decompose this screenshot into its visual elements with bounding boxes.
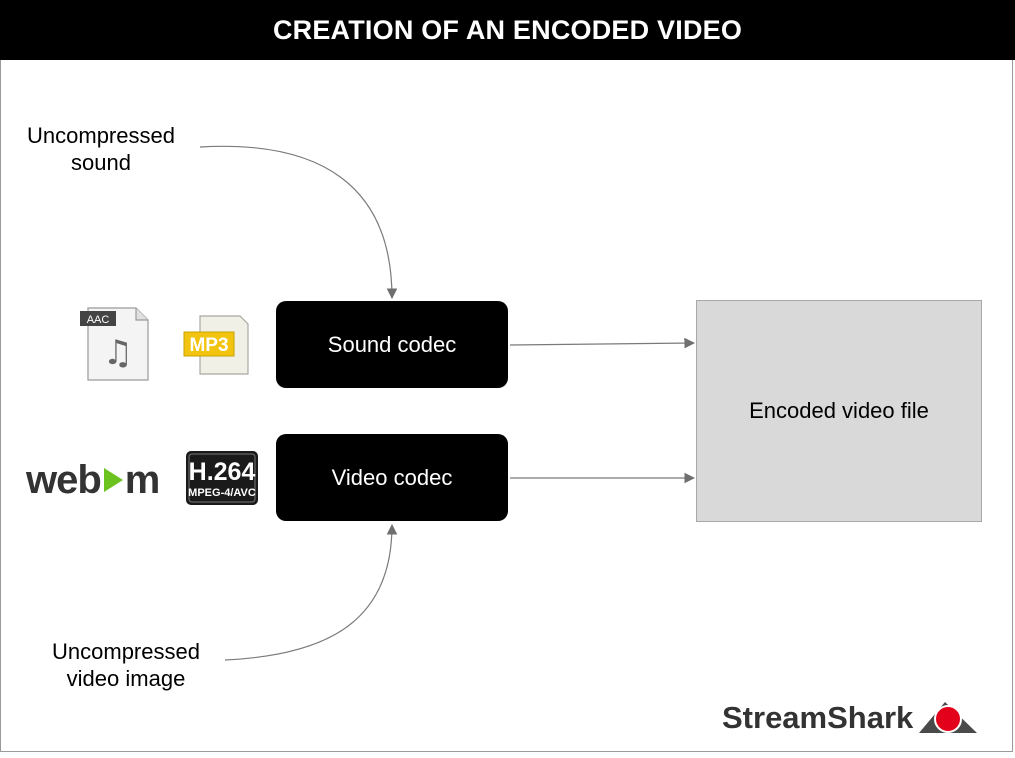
h264-logo: H.264 MPEG-4/AVC xyxy=(186,451,258,505)
webm-prefix: web xyxy=(26,457,102,502)
encoded-video-file-box: Encoded video file xyxy=(696,300,982,522)
shark-fin-icon xyxy=(919,702,978,733)
brand-name: StreamShark xyxy=(722,700,914,735)
diagram-title: CREATION OF AN ENCODED VIDEO xyxy=(0,0,1015,60)
h264-main-label: H.264 xyxy=(189,458,256,486)
h264-sub-label: MPEG-4/AVC xyxy=(188,487,256,499)
uncompressed-sound-label: Uncompressed sound xyxy=(27,123,175,175)
sound-codec-box: Sound codec xyxy=(276,301,508,388)
video-input-arrow xyxy=(224,523,398,661)
webm-suffix: m xyxy=(124,457,161,502)
music-note-icon: ♫ xyxy=(103,333,133,373)
webm-logo: web m xyxy=(26,457,161,502)
video-codec-box: Video codec xyxy=(276,434,508,521)
streamshark-logo: StreamShark xyxy=(722,698,979,738)
aac-tag-label: AAC xyxy=(87,314,110,326)
webm-play-icon xyxy=(103,468,123,492)
mp3-file-icon: MP3 xyxy=(183,315,249,375)
mp3-tag-label: MP3 xyxy=(189,335,228,356)
sound-to-file-arrow xyxy=(509,337,696,349)
uncompressed-video-label: Uncompressed video image xyxy=(52,639,200,691)
aac-file-icon: AAC ♫ xyxy=(80,307,149,381)
sound-input-arrow xyxy=(199,145,398,300)
